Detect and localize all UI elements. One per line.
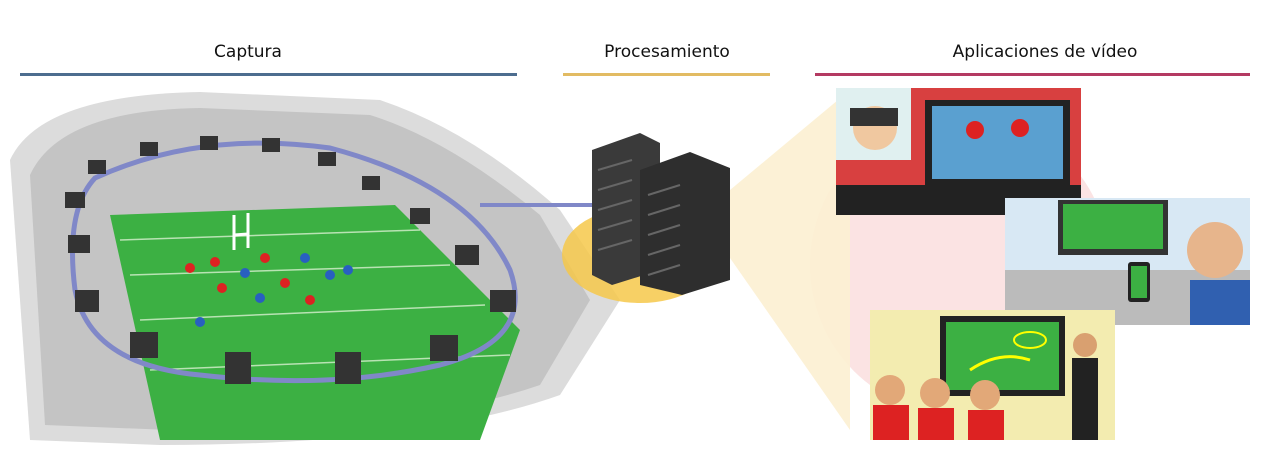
applications-underline [815,73,1250,76]
camera-icon [318,152,336,166]
camera-icon [75,290,99,312]
camera-icon [130,332,158,358]
stadium-illustration [10,92,620,445]
camera-icon [200,136,218,150]
camera-icon [225,352,251,384]
app-panel-vr-stadium [836,88,1081,215]
goal-posts-icon [232,213,250,250]
vr-headset-icon [850,108,898,126]
camera-icon [455,245,479,265]
section-title-capture: Captura [214,42,282,62]
projection-beam [700,90,850,430]
camera-icon [490,290,516,312]
server-illustration [562,133,730,303]
app-panel-mobile-viewing [1005,198,1250,325]
players [185,253,353,327]
camera-icon [262,138,280,152]
capture-underline [20,73,517,76]
section-title-applications: Aplicaciones de vídeo [952,42,1138,62]
camera-icon [88,160,106,174]
camera-icon [65,192,85,208]
camera-icon [362,176,380,190]
camera-icon [430,335,458,361]
app-panel-coaching [870,310,1115,440]
server-rack-icon [640,152,730,295]
camera-icon [335,352,361,384]
cameras [65,136,516,384]
camera-icon [410,208,430,224]
section-title-processing: Procesamiento [604,42,730,62]
processing-underline [563,73,770,76]
camera-icon [140,142,158,156]
camera-icon [68,235,90,253]
